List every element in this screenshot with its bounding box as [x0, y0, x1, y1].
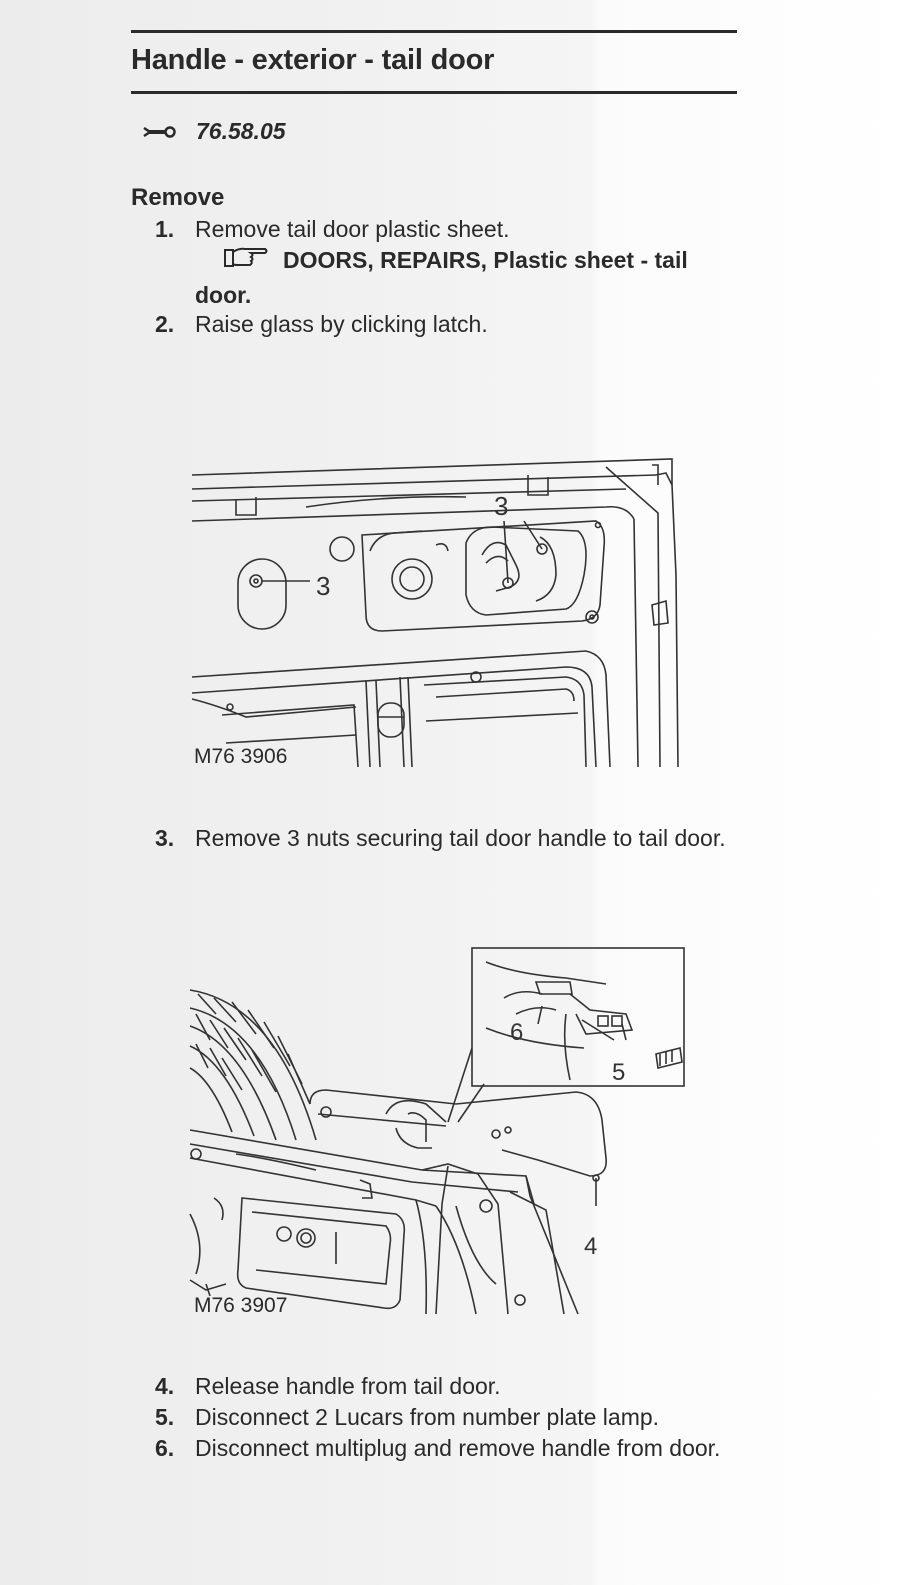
callout-5: 5 — [612, 1059, 625, 1086]
operation-number: 76.58.05 — [196, 118, 286, 144]
step-number: 3. — [155, 825, 175, 851]
step-4: 4. Release handle from tail door. — [155, 1370, 745, 1402]
callout-3-left: 3 — [316, 571, 330, 601]
figure-code: M76 3907 — [194, 1294, 288, 1317]
step-number: 4. — [155, 1373, 175, 1399]
step-text: Release handle from tail door. — [195, 1373, 501, 1399]
step-number: 2. — [155, 311, 175, 337]
step-text: Disconnect 2 Lucars from number plate la… — [195, 1404, 660, 1430]
step-text: Remove tail door plastic sheet. — [195, 216, 510, 242]
top-rule — [131, 30, 737, 33]
step-number: 1. — [155, 216, 175, 242]
step-text: Raise glass by clicking latch. — [195, 311, 488, 337]
callout-4: 4 — [584, 1233, 597, 1260]
step-5: 5. Disconnect 2 Lucars from number plate… — [155, 1401, 745, 1433]
wrench-icon — [142, 118, 176, 145]
callout-3-top: 3 — [494, 491, 508, 521]
callout-6: 6 — [510, 1019, 523, 1046]
figure-code: M76 3906 — [194, 745, 288, 768]
step-3: 3. Remove 3 nuts securing tail door hand… — [155, 822, 745, 854]
step-1: 1. Remove tail door plastic sheet. — [155, 213, 745, 245]
step-number: 6. — [155, 1435, 175, 1461]
step-6: 6. Disconnect multiplug and remove handl… — [155, 1432, 745, 1464]
figure-m76-3907: 6 5 4 M76 3907 — [186, 944, 688, 1318]
step-text: Remove 3 nuts securing tail door handle … — [195, 825, 726, 851]
step-2: 2. Raise glass by clicking latch. — [155, 308, 745, 340]
page-title: Handle - exterior - tail door — [131, 44, 495, 76]
step-text: Disconnect multiplug and remove handle f… — [195, 1435, 721, 1461]
step-number: 5. — [155, 1404, 175, 1430]
operation-code: 76.58.05 — [142, 118, 286, 145]
pointing-hand-icon — [195, 244, 283, 279]
cross-reference-text: DOORS, REPAIRS, Plastic sheet - tail doo… — [195, 247, 688, 309]
section-heading-remove: Remove — [131, 184, 225, 211]
cross-reference[interactable]: DOORS, REPAIRS, Plastic sheet - tail doo… — [195, 244, 740, 312]
figure-m76-3906: 3 3 M76 3906 — [186, 455, 682, 773]
title-underline — [131, 91, 737, 94]
